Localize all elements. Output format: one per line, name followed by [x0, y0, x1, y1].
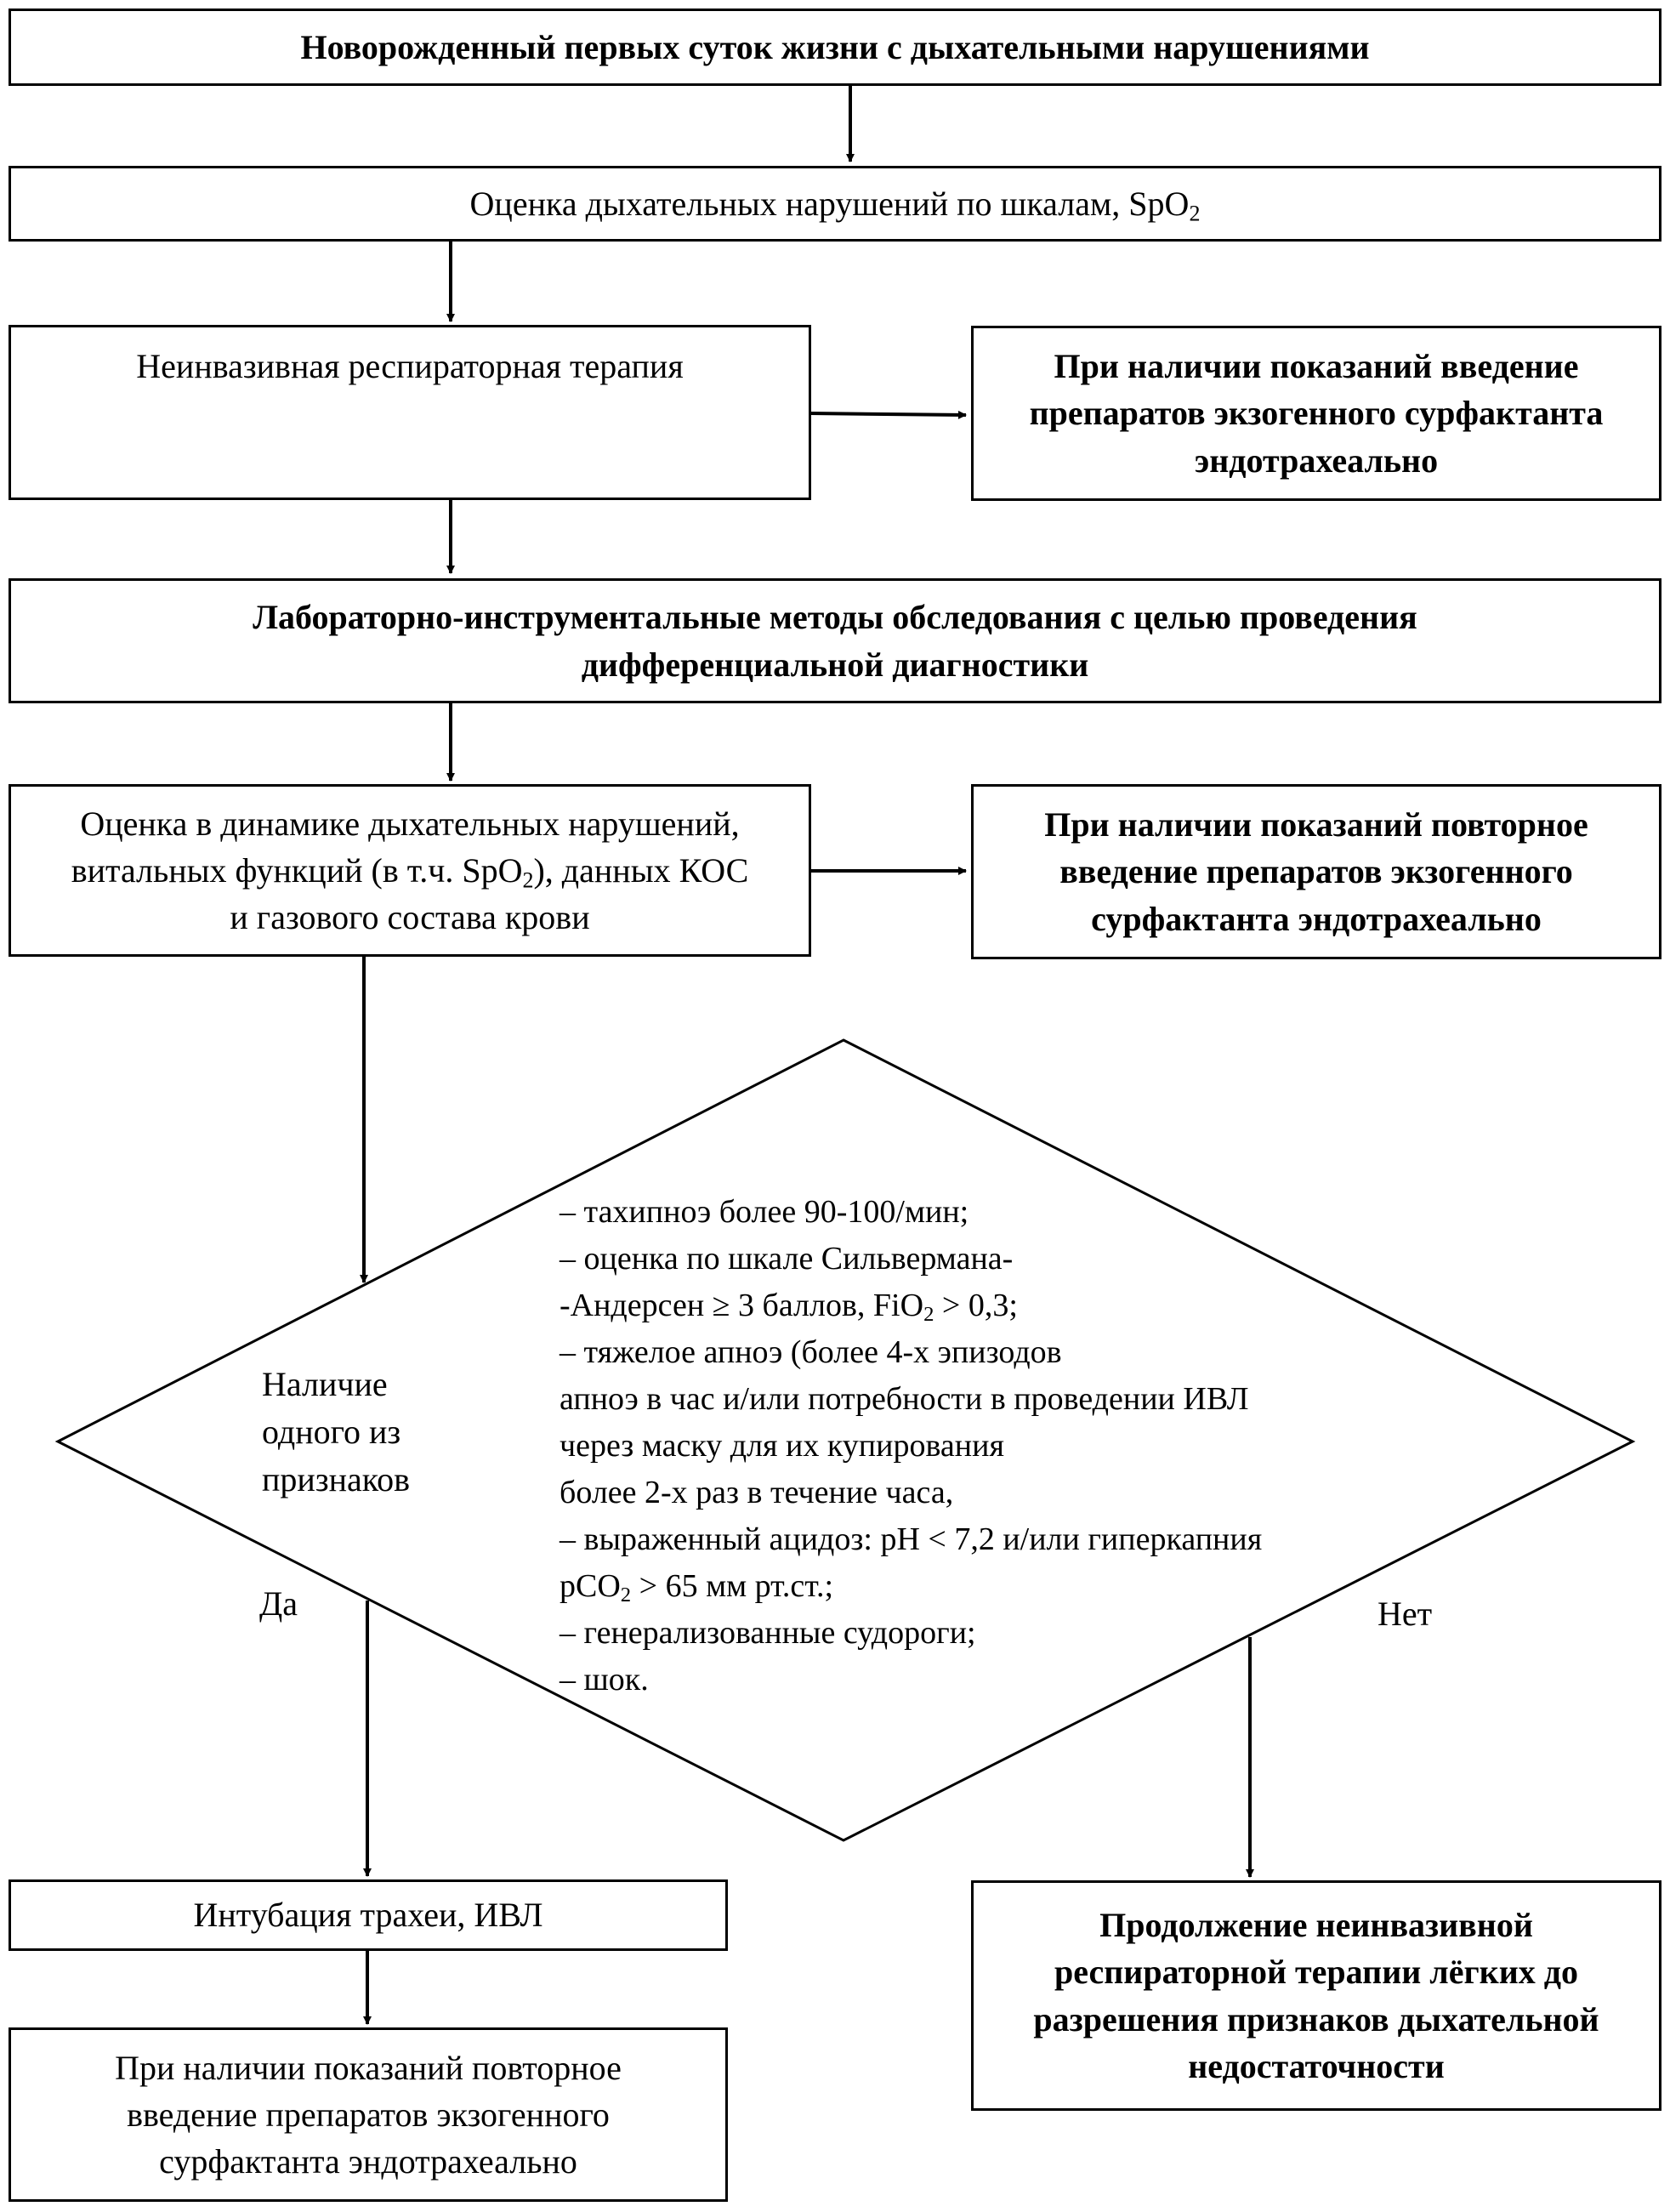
- dynamics-box: Оценка в динамике дыхательных нарушений,…: [9, 784, 811, 957]
- surfactant3-line-3: сурфактанта эндотрахеально: [159, 2142, 577, 2181]
- assess-text: Оценка дыхательных нарушений по шкалам, …: [453, 180, 1218, 227]
- surfactant-text-1: При наличии показаний введение препарато…: [1013, 343, 1621, 484]
- lab-box: Лабораторно-инструментальные методы обсл…: [9, 578, 1661, 703]
- dynamics-line-1: Оценка в динамике дыхательных нарушений,: [80, 804, 740, 843]
- criterion-11: – шок.: [560, 1662, 649, 1697]
- criterion-3-pre: -Андерсен ≥ 3 баллов, FiO: [560, 1288, 924, 1323]
- criterion-3-subscript: 2: [923, 1303, 934, 1327]
- continue-box: Продолжение неинвазивной респираторной т…: [971, 1880, 1661, 2111]
- continue-line-1: Продолжение неинвазивной: [1099, 1906, 1533, 1945]
- surfactant-text-3: При наличии показаний повторное введение…: [98, 2044, 639, 2186]
- dynamics-line-2-pre: витальных функций (в т.ч. SpO: [71, 850, 523, 890]
- dynamics-line-2: витальных функций (в т.ч. SpO2), данных …: [71, 847, 749, 894]
- criterion-1: – тахипноэ более 90-100/мин;: [560, 1194, 969, 1230]
- dynamics-subscript: 2: [522, 867, 534, 893]
- criterion-7: более 2-х раз в течение часа,: [560, 1475, 954, 1510]
- decision-diamond: [54, 1038, 1636, 1842]
- surfactant2-line-3: сурфактанта эндотрахеально: [1091, 899, 1542, 938]
- criterion-3: -Андерсен ≥ 3 баллов, FiO2 > 0,3;: [560, 1282, 1262, 1329]
- continue-line-4: недостаточности: [1188, 2046, 1445, 2085]
- criterion-9-subscript: 2: [620, 1584, 632, 1607]
- intubation-text: Интубация трахеи, ИВЛ: [193, 1896, 543, 1935]
- continue-text: Продолжение неинвазивной респираторной т…: [1016, 1902, 1616, 2090]
- surfactant2-line-2: введение препаратов экзогенного: [1059, 852, 1573, 891]
- criterion-4: – тяжелое апноэ (более 4-х эпизодов: [560, 1334, 1062, 1370]
- lab-text: Лабораторно-инструментальные методы обсл…: [236, 594, 1434, 687]
- criterion-6: через маску для их купирования: [560, 1428, 1004, 1464]
- criterion-5: апноэ в час и/или потребности в проведен…: [560, 1381, 1249, 1417]
- criterion-8: – выраженный ацидоз: pH < 7,2 и/или гипе…: [560, 1521, 1263, 1557]
- surfactant-text-2: При наличии показаний повторное введение…: [1027, 801, 1605, 942]
- lab-line-2: дифференциальной диагностики: [581, 645, 1089, 684]
- noninvasive-text: Неинвазивная респираторная терапия: [136, 347, 684, 385]
- noninvasive-box: Неинвазивная респираторная терапия: [9, 325, 811, 500]
- question-line-2: одного из: [262, 1413, 401, 1451]
- surfactant-box-2: При наличии показаний повторное введение…: [971, 784, 1661, 959]
- assess-box: Оценка дыхательных нарушений по шкалам, …: [9, 166, 1661, 242]
- surfactant2-line-1: При наличии показаний повторное: [1044, 805, 1588, 844]
- criterion-9-pre: pCO: [560, 1568, 621, 1604]
- decision-criteria: – тахипноэ более 90-100/мин; – оценка по…: [560, 1189, 1262, 1703]
- surfactant1-line-3: эндотрахеально: [1194, 441, 1439, 480]
- start-box: Новорожденный первых суток жизни с дыхат…: [9, 9, 1661, 86]
- intubation-box: Интубация трахеи, ИВЛ: [9, 1879, 728, 1951]
- lab-line-1: Лабораторно-инструментальные методы обсл…: [253, 598, 1417, 637]
- dynamics-text: Оценка в динамике дыхательных нарушений,…: [54, 800, 766, 941]
- criterion-9: pCO2 > 65 мм рт.ст.;: [560, 1563, 1262, 1610]
- continue-line-3: разрешения признаков дыхательной: [1033, 1999, 1599, 2039]
- criterion-2: – оценка по шкале Сильвермана-: [560, 1241, 1014, 1277]
- criterion-10: – генерализованные судороги;: [560, 1615, 976, 1651]
- no-label: Нет: [1377, 1595, 1433, 1633]
- surfactant1-line-2: препаратов экзогенного сурфактанта: [1029, 394, 1604, 433]
- start-text: Новорожденный первых суток жизни с дыхат…: [300, 27, 1370, 66]
- criterion-3-post: > 0,3;: [934, 1288, 1018, 1323]
- surfactant-box-3: При наличии показаний повторное введение…: [9, 2027, 728, 2202]
- assess-subscript: 2: [1189, 201, 1201, 226]
- criterion-9-post: > 65 мм рт.ст.;: [631, 1568, 834, 1604]
- decision-question: Наличие одного из признаков: [262, 1361, 410, 1504]
- continue-line-2: респираторной терапии лёгких до: [1054, 1953, 1578, 1992]
- surfactant1-line-1: При наличии показаний введение: [1054, 347, 1579, 386]
- surfactant3-line-2: введение препаратов экзогенного: [127, 2095, 610, 2134]
- yes-label: Да: [259, 1584, 298, 1623]
- dynamics-line-2-post: ), данных КОС: [533, 850, 749, 890]
- question-line-1: Наличие: [262, 1365, 388, 1403]
- arrow-noninvasive-to-surfactant: [809, 410, 967, 419]
- assess-label: Оценка дыхательных нарушений по шкалам, …: [469, 184, 1190, 223]
- dynamics-line-3: и газового состава крови: [230, 898, 590, 937]
- question-line-3: признаков: [262, 1460, 411, 1498]
- surfactant-box-1: При наличии показаний введение препарато…: [971, 326, 1661, 501]
- surfactant3-line-1: При наличии показаний повторное: [115, 2048, 622, 2087]
